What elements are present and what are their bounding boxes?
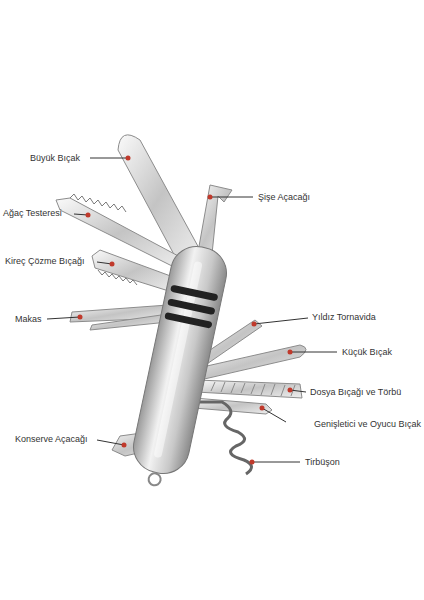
part-label: Kireç Çözme Bıçağı	[5, 256, 85, 267]
part-label: Büyük Bıçak	[30, 153, 80, 164]
part-label: Küçük Bıçak	[342, 347, 392, 358]
leader-dots	[78, 156, 293, 465]
part-label: Genişletici ve Oyucu Bıçak	[314, 419, 421, 430]
part-label: Şişe Açacağı	[258, 192, 310, 203]
leader-lines	[47, 158, 337, 462]
part-label: Dosya Bıçağı ve Törbü	[310, 387, 401, 398]
part-label: Yıldız Tornavida	[312, 312, 376, 323]
part-label: Ağaç Testeresi	[3, 208, 62, 219]
part-label: Tirbüşon	[305, 457, 340, 468]
part-label: Makas	[15, 314, 42, 325]
part-label: Konserve Açacağı	[15, 434, 88, 445]
